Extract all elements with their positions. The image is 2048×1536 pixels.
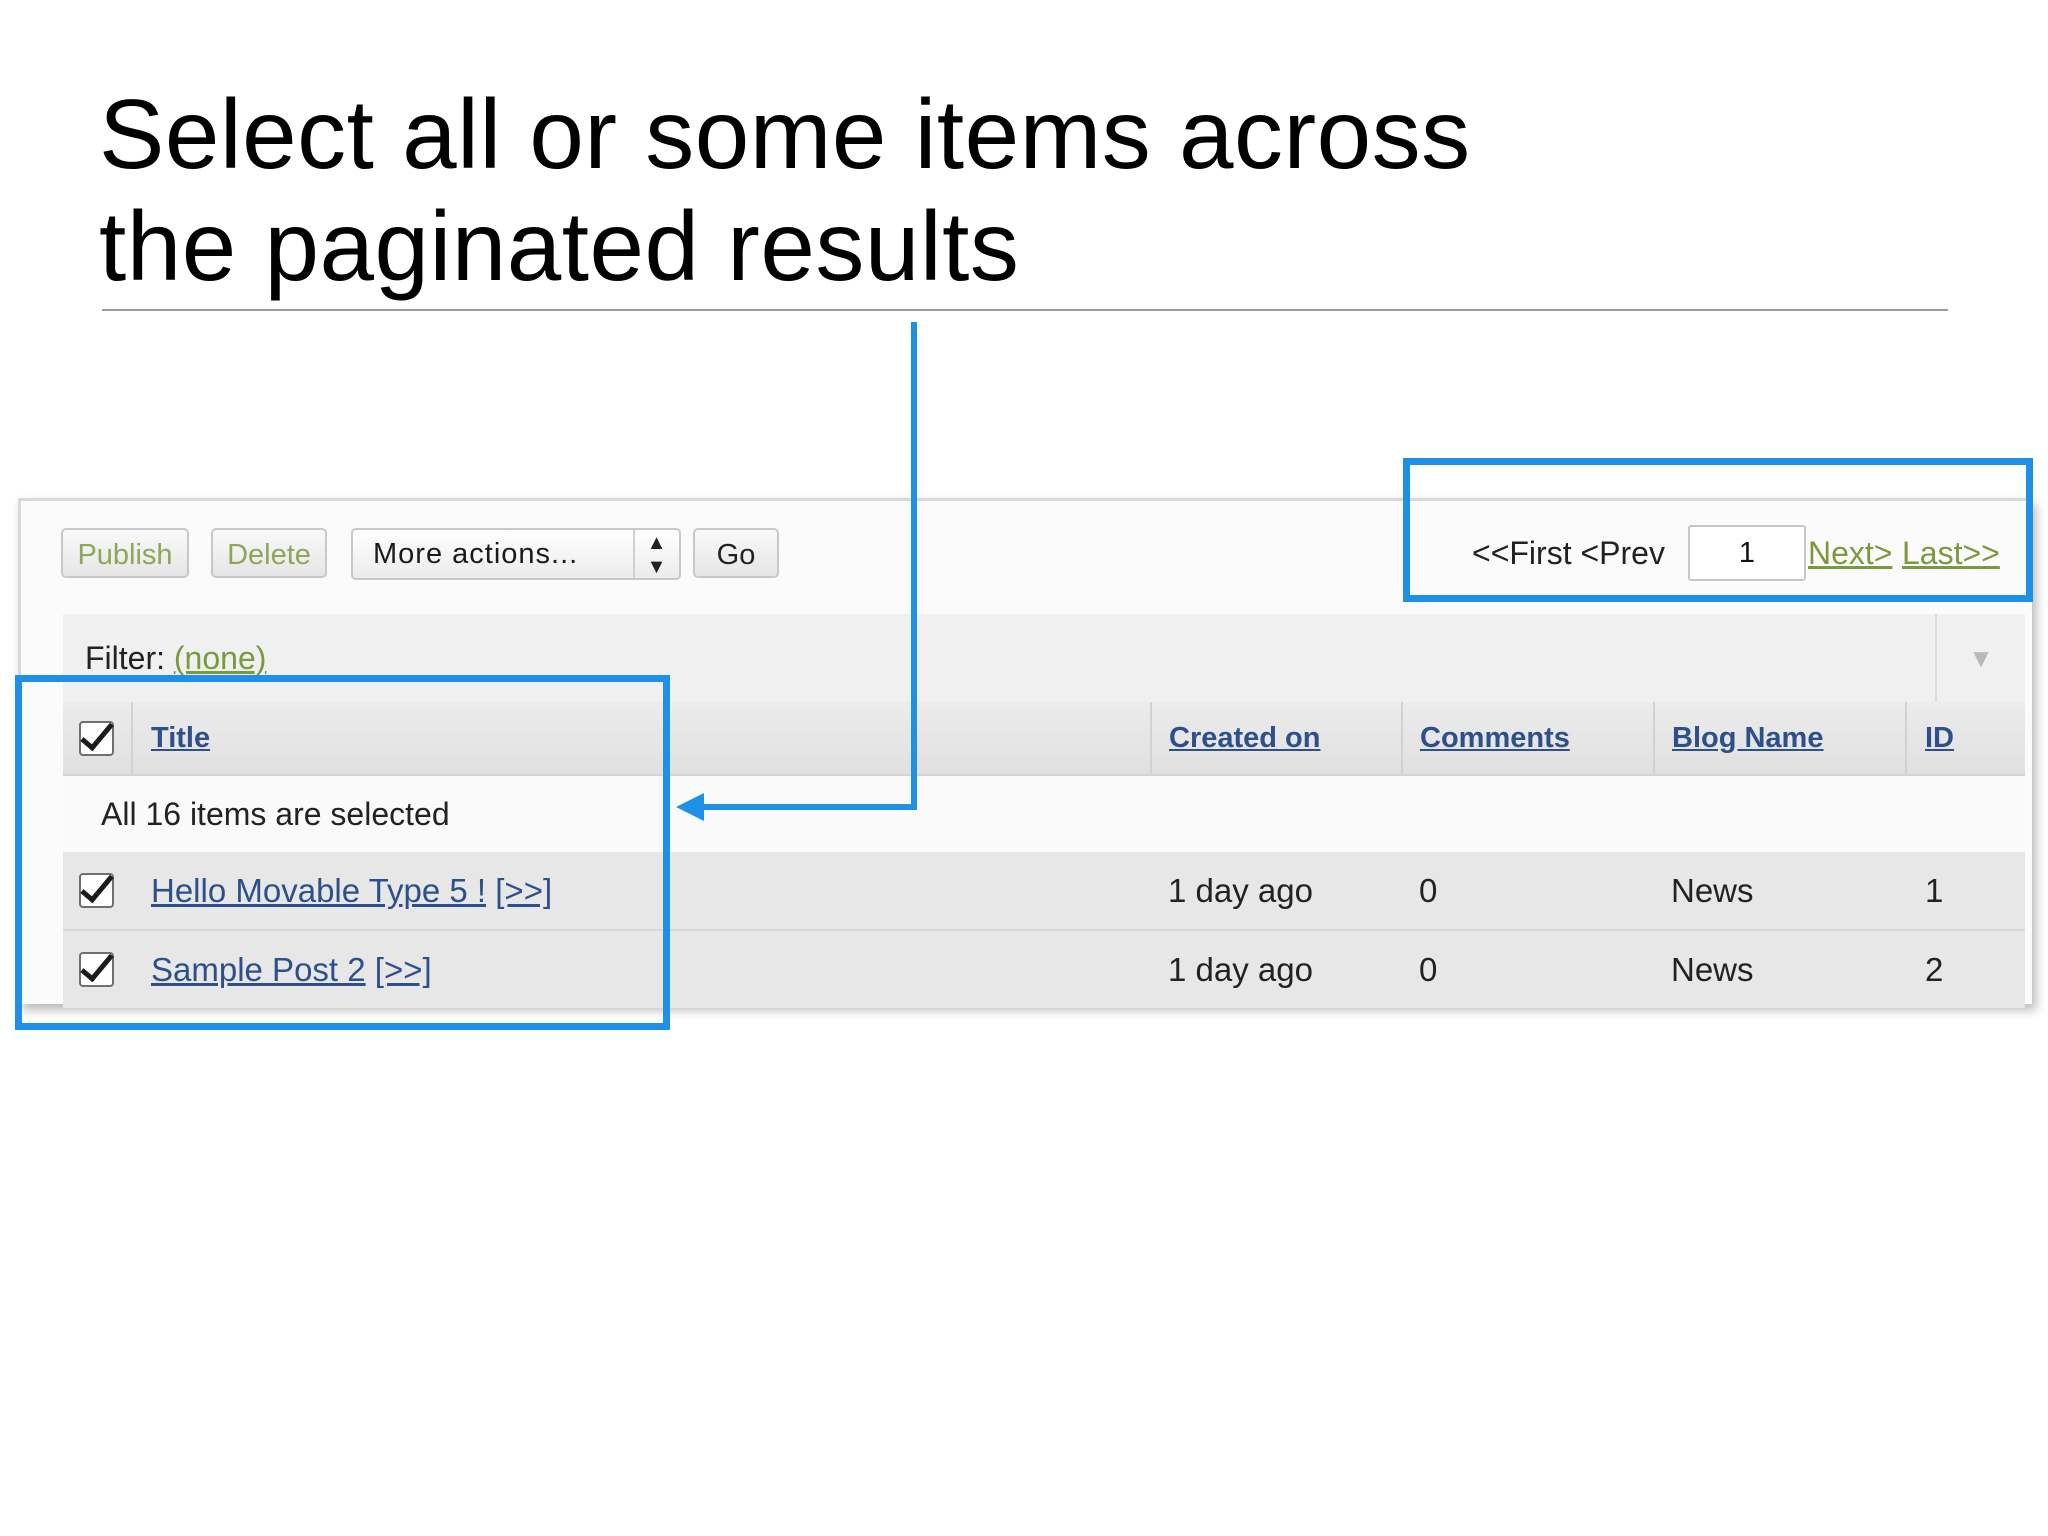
callout-connector-vertical bbox=[911, 322, 917, 810]
slide-title-line-2: the paginated results bbox=[99, 191, 1020, 301]
filter-none-link[interactable]: (none) bbox=[173, 640, 267, 676]
delete-button[interactable]: Delete bbox=[211, 528, 327, 578]
column-header-comments[interactable]: Comments bbox=[1420, 722, 1570, 754]
table-row: Sample Post 2 [>>] 1 day ago 0 News 2 bbox=[63, 931, 2025, 1008]
title-cell: Hello Movable Type 5 ! [>>] bbox=[151, 852, 552, 929]
first-prev-link[interactable]: <<First <Prev bbox=[1472, 535, 1665, 571]
view-entry-link[interactable]: [>>] bbox=[495, 872, 553, 909]
page-number-input[interactable]: 1 bbox=[1688, 525, 1806, 581]
entry-title-link[interactable]: Hello Movable Type 5 ! bbox=[151, 872, 487, 909]
callout-connector-horizontal bbox=[700, 804, 917, 810]
blog-name-cell: News bbox=[1671, 872, 1754, 909]
filter-toggle-icon[interactable]: ▼ bbox=[1935, 614, 2025, 702]
go-button[interactable]: Go bbox=[693, 528, 779, 578]
table-row: Hello Movable Type 5 ! [>>] 1 day ago 0 … bbox=[63, 852, 2025, 931]
pagination-callout-box bbox=[1403, 458, 2033, 602]
row-checkbox[interactable] bbox=[79, 952, 114, 987]
filter-label: Filter: (none) bbox=[85, 640, 266, 677]
title-cell: Sample Post 2 [>>] bbox=[151, 931, 432, 1008]
filter-bar: Filter: (none) ▼ bbox=[63, 614, 2025, 704]
title-divider bbox=[102, 309, 1948, 311]
comments-cell: 0 bbox=[1419, 951, 1438, 988]
next-page-link[interactable]: Next> bbox=[1808, 535, 1893, 571]
column-divider bbox=[1401, 702, 1403, 774]
selection-callout-box bbox=[15, 675, 670, 1030]
created-on-cell: 1 day ago bbox=[1168, 872, 1313, 909]
column-divider bbox=[1905, 702, 1907, 774]
column-divider bbox=[1150, 702, 1152, 774]
select-all-checkbox[interactable] bbox=[79, 721, 114, 756]
callout-arrow-icon bbox=[676, 793, 704, 821]
entry-title-link[interactable]: Sample Post 2 bbox=[151, 951, 366, 988]
column-header-blog-name[interactable]: Blog Name bbox=[1672, 722, 1824, 754]
comments-cell: 0 bbox=[1419, 872, 1438, 909]
column-header-created-on[interactable]: Created on bbox=[1169, 722, 1321, 754]
blog-name-cell: News bbox=[1671, 951, 1754, 988]
id-cell: 1 bbox=[1925, 872, 1944, 909]
entries-list-panel: Publish Delete More actions... ▲▼ Go <<F… bbox=[18, 498, 2032, 1008]
column-header-title[interactable]: Title bbox=[151, 722, 211, 754]
more-actions-select-value: More actions... bbox=[373, 538, 579, 570]
select-updown-icon: ▲▼ bbox=[633, 530, 679, 579]
slide-title: Select all or some items across the pagi… bbox=[99, 78, 1599, 302]
selection-status-text: All 16 items are selected bbox=[101, 796, 450, 832]
row-checkbox[interactable] bbox=[79, 873, 114, 908]
view-entry-link[interactable]: [>>] bbox=[374, 951, 432, 988]
column-divider bbox=[1653, 702, 1655, 774]
column-divider bbox=[131, 702, 133, 774]
slide-title-line-1: Select all or some items across bbox=[99, 79, 1471, 189]
publish-button[interactable]: Publish bbox=[61, 528, 189, 578]
created-on-cell: 1 day ago bbox=[1168, 951, 1313, 988]
last-page-link[interactable]: Last>> bbox=[1902, 535, 2000, 571]
more-actions-select[interactable]: More actions... ▲▼ bbox=[351, 528, 681, 580]
table-header: Title Created on Comments Blog Name ID bbox=[63, 702, 2025, 776]
filter-label-text: Filter: bbox=[85, 640, 165, 676]
column-header-id[interactable]: ID bbox=[1925, 722, 1954, 754]
id-cell: 2 bbox=[1925, 951, 1944, 988]
